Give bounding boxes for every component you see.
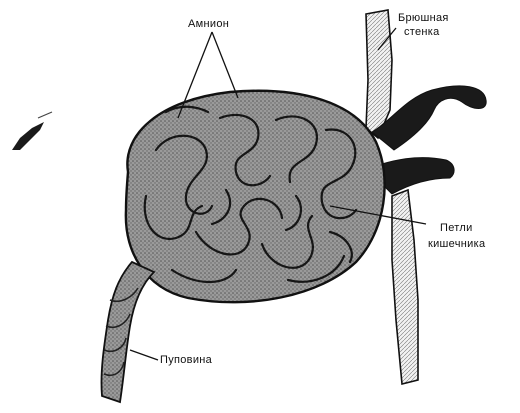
abdominal-wall-lower bbox=[392, 190, 418, 384]
label-amnion: Амнион bbox=[188, 18, 229, 30]
label-abdominal-wall-line2: стенка bbox=[404, 26, 440, 38]
umbilical-cord bbox=[101, 262, 154, 402]
label-abdominal-wall-line1: Брюшная bbox=[398, 12, 449, 24]
detached-fragment bbox=[12, 112, 52, 150]
label-umbilical-cord: Пуповина bbox=[160, 354, 212, 366]
label-intestine-loops-line2: кишечника bbox=[428, 238, 485, 250]
abdominal-wall-upper bbox=[366, 10, 392, 138]
amniotic-sac bbox=[126, 91, 385, 302]
label-intestine-loops-line1: Петли bbox=[440, 222, 473, 234]
